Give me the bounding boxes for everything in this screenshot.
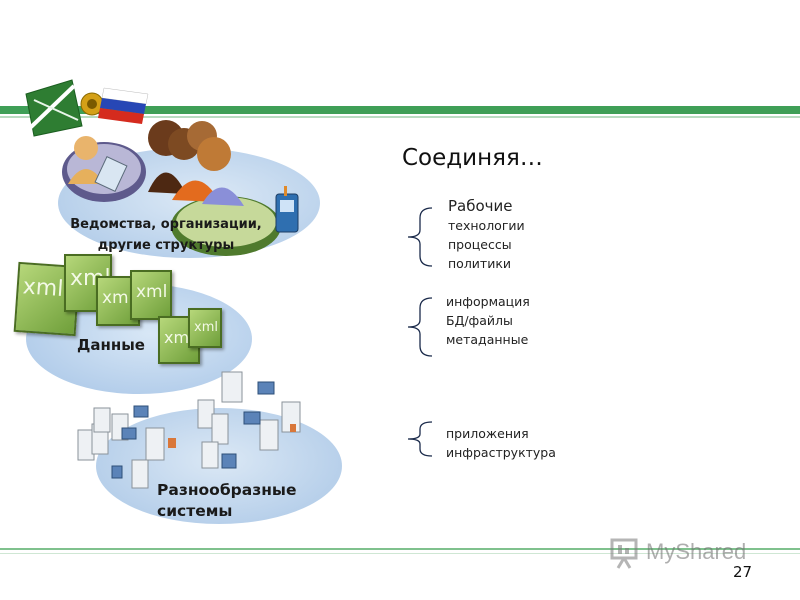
group-line: Рабочие [448,197,513,215]
group-business: Рабочие технологии процессы политики [448,196,525,273]
group-line: БД/файлы [446,313,513,328]
bottom-green-rule-thin [0,553,800,554]
server-computers-icon [77,371,301,489]
bottom-green-rule [0,548,800,550]
systems-layer-label: Разнообразные системы [157,481,297,520]
people-group-icon [62,120,299,256]
presentation-board-icon [610,538,638,569]
xml-document-icon: xml [130,270,172,320]
brace-icon [407,207,433,267]
brace-icon [407,297,433,357]
slide-title: Соединяя… [402,145,543,171]
group-line: метаданные [446,332,529,347]
group-line: процессы [448,237,512,252]
watermark-text: MyShared [646,539,747,564]
group-line: приложения [446,426,529,441]
top-green-rule-thin [0,116,800,118]
group-line: политики [448,256,512,271]
group-line: инфраструктура [446,445,556,460]
xml-document-icon: xml [188,308,222,348]
top-green-rule [0,106,800,114]
page-number: 27 [733,563,753,581]
mobile-phone-icon [275,186,299,233]
group-systems: приложения инфраструктура [446,424,556,462]
data-layer-label: Данные [77,336,145,354]
watermark: MyShared [606,534,766,570]
group-line: технологии [448,218,525,233]
russian-flag-icon [98,87,149,124]
organizations-layer-label: Ведомства, организации, другие структуры [70,217,262,253]
customs-emblem-logo [25,79,149,137]
group-data: информация БД/файлы метаданные [446,292,530,349]
brace-icon [407,421,433,457]
group-line: информация [446,294,530,309]
